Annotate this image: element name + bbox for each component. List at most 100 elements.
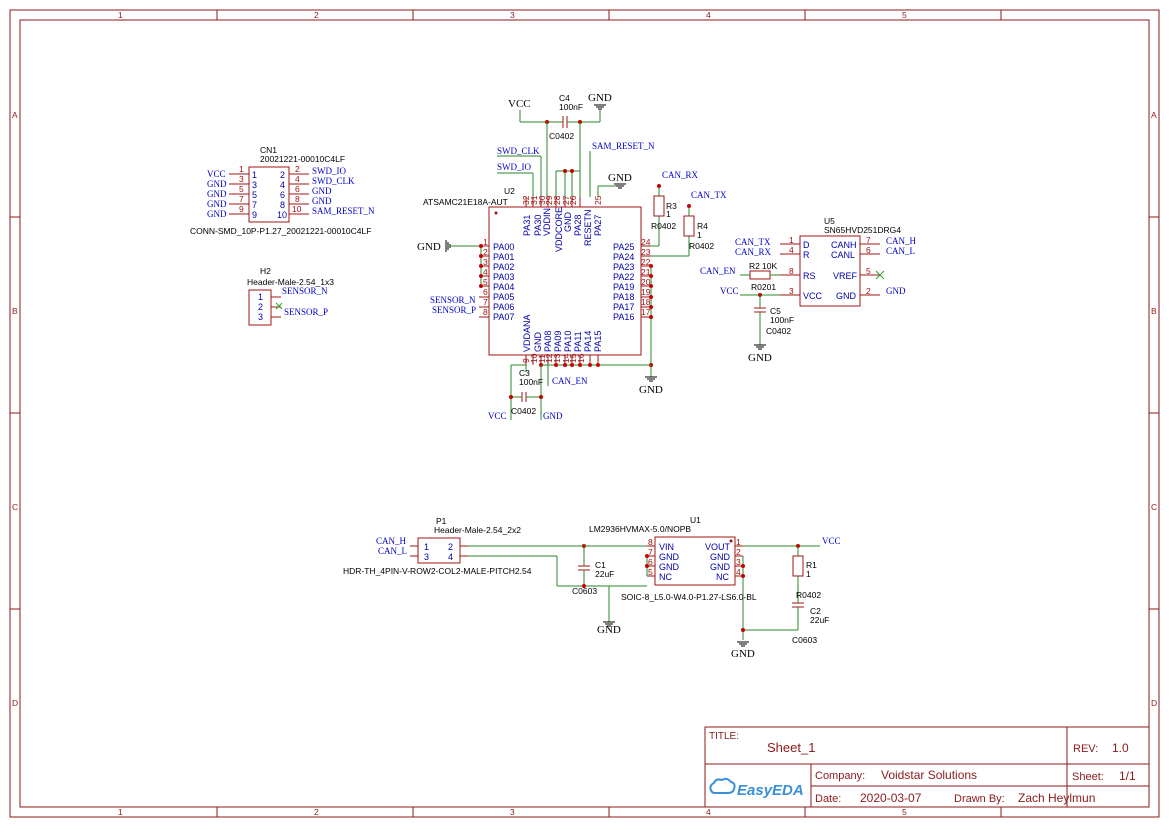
- u1-pin-name: VOUT: [705, 542, 731, 552]
- cn1-footprint: CONN-SMD_10P-P1.27_20021221-00010C4LF: [190, 226, 371, 236]
- h2-pin: 3: [258, 312, 263, 322]
- capacitor-c4[interactable]: VCC C4 100nF C0402 GND: [508, 92, 612, 141]
- u5-pin-name: VCC: [803, 291, 823, 301]
- row-label: B: [1151, 306, 1157, 316]
- regulator-u1[interactable]: U1 LM2936HVMAX-5.0/NOPB 8 7 6 5 VIN GND …: [584, 515, 841, 660]
- u2-left-pin-name: PA00: [493, 242, 514, 252]
- u5-pin-number: 1: [789, 235, 794, 245]
- u2-bottom-pin-number: 14: [561, 353, 571, 363]
- capacitor-c2[interactable]: C2 22uF C0603: [741, 602, 829, 645]
- u2-top-pin-number: 25: [593, 195, 603, 205]
- row-label: B: [12, 306, 18, 316]
- cn1-net-label: VCC: [207, 169, 226, 179]
- capacitor-c3[interactable]: C3 100nF C0402 VCC GND: [488, 364, 563, 421]
- easyeda-logo: EasyEDA: [709, 777, 804, 799]
- gnd-symbol-label: GND: [608, 172, 632, 184]
- gnd-icon: [737, 641, 749, 647]
- c3-value: 100nF: [519, 377, 543, 387]
- u2-bottom-pin-name: PA15: [593, 331, 603, 352]
- u2-bottom-pin-name: PA08: [543, 331, 553, 352]
- header-h2[interactable]: H2 Header-Male-2.54_1x3 1 2 3 SENSOR_N S…: [247, 266, 334, 326]
- u1-pin-name: NC: [716, 572, 729, 582]
- sheet-value: 1/1: [1119, 769, 1136, 783]
- net-label: SENSOR_P: [432, 305, 476, 315]
- u5-pin-number: 3: [789, 286, 794, 296]
- c5-ref: C5: [770, 306, 781, 316]
- mcu-u2[interactable]: U2 ATSAMC21E18A-AUT SWD_CLK SWD_IO SAM_R…: [417, 122, 690, 396]
- u2-bottom-pin-number: 15: [568, 353, 578, 363]
- col-label: 1: [118, 807, 123, 817]
- net-label: VCC: [822, 536, 841, 546]
- u2-top-pin-name: PA30: [533, 215, 543, 236]
- c1-ref: C1: [595, 560, 606, 570]
- cn1-pin-number: 7: [239, 194, 244, 204]
- u2-top-pin-name: VDDIN: [542, 208, 552, 236]
- r3-footprint: R0402: [651, 221, 676, 231]
- u1-pin-number: 4: [736, 567, 741, 577]
- resistor-r4[interactable]: CAN_TX R4 1 R0402: [683, 190, 727, 251]
- resistor-r3[interactable]: CAN_RX R3 1 R0402: [651, 170, 699, 231]
- c3-footprint: C0402: [511, 406, 536, 416]
- u5-pin-number: 4: [789, 245, 794, 255]
- u1-pin-number: 8: [648, 537, 653, 547]
- col-label: 5: [902, 10, 907, 20]
- row-label: C: [1151, 502, 1157, 512]
- u1-pin-number: 1: [736, 537, 741, 547]
- col-label: 1: [118, 10, 123, 20]
- gnd-symbol-label: GND: [417, 241, 441, 253]
- u2-left-pin-name: PA06: [493, 302, 514, 312]
- header-p1[interactable]: P1 Header-Male-2.54_2x2 1 2 3 4 CAN_H CA…: [343, 516, 647, 587]
- u2-left-pin-number: 4: [483, 267, 488, 277]
- u2-right-pin-name: PA19: [613, 282, 634, 292]
- u2-right-pin-name: PA22: [613, 272, 634, 282]
- u5-pin-name: CANL: [831, 250, 855, 260]
- u1-pin-number: 6: [648, 557, 653, 567]
- cn1-pin-number: 3: [239, 174, 244, 184]
- cn1-net-label: GND: [312, 196, 332, 206]
- u1-pin-name: GND: [659, 552, 680, 562]
- capacitor-c1[interactable]: C1 22uF C0603: [572, 544, 614, 596]
- u2-top-pin-name: GND: [563, 212, 573, 233]
- u2-top-pin-number: 32: [521, 195, 531, 205]
- row-label: A: [12, 110, 18, 120]
- drawn-by-value: Zach Heylmun: [1018, 791, 1095, 805]
- vcc-symbol-label: VCC: [508, 98, 531, 110]
- net-label: CAN_L: [886, 246, 915, 256]
- cn1-pin-number: 5: [239, 184, 244, 194]
- u5-pin-name: CANH: [831, 240, 857, 250]
- resistor-r1[interactable]: R1 1 R0402: [792, 544, 821, 603]
- u5-pin-number: 6: [866, 245, 871, 255]
- col-label: 5: [902, 807, 907, 817]
- u2-bottom-pin-number: 16: [576, 353, 586, 363]
- u2-left-pin-name: PA05: [493, 292, 514, 302]
- connector-cn1[interactable]: CN1 20021221-00010C4LF CONN-SMD_10P-P1.2…: [190, 145, 375, 236]
- can-transceiver-u5[interactable]: U5 SN65HVD251DRG4 1 4 8 3 D R RS VCC CAN…: [700, 216, 917, 364]
- u5-pin-name: RS: [803, 271, 816, 281]
- c2-value: 22uF: [810, 615, 829, 625]
- zone-labels: 1 2 3 4 5 1 2 3 4 5 A B C D A B C D: [12, 10, 1157, 817]
- u2-left-pin-number: 7: [483, 297, 488, 307]
- cn1-net-label: SWD_CLK: [312, 176, 355, 186]
- u2-right-pin-number: 18: [641, 297, 651, 307]
- cn1-net-label: SWD_IO: [312, 166, 346, 176]
- u2-top-pin-number: 28: [552, 195, 562, 205]
- h2-value: Header-Male-2.54_1x3: [247, 277, 334, 287]
- u1-pin-number: 3: [736, 557, 741, 567]
- net-label: CAN_EN: [552, 376, 588, 386]
- net-label: CAN_TX: [735, 237, 771, 247]
- h2-ref: H2: [260, 266, 271, 276]
- u2-right-pin-name: PA17: [613, 302, 634, 312]
- gnd-icon: [754, 344, 766, 350]
- title-block: TITLE: Sheet_1 REV: 1.0 Company: Voidsta…: [704, 726, 1150, 808]
- u2-value: ATSAMC21E18A-AUT: [423, 197, 508, 207]
- u2-left-pin-number: 3: [483, 257, 488, 267]
- gnd-icon: [614, 183, 626, 189]
- net-label: SWD_CLK: [497, 146, 540, 156]
- net-label: GND: [543, 411, 563, 421]
- u2-top-pin-number: 30: [537, 195, 547, 205]
- net-label: GND: [886, 286, 906, 296]
- c2-ref: C2: [810, 606, 821, 616]
- u5-pin-number: 2: [866, 286, 871, 296]
- u1-pin-name: GND: [659, 562, 680, 572]
- rev-value: 1.0: [1112, 741, 1129, 755]
